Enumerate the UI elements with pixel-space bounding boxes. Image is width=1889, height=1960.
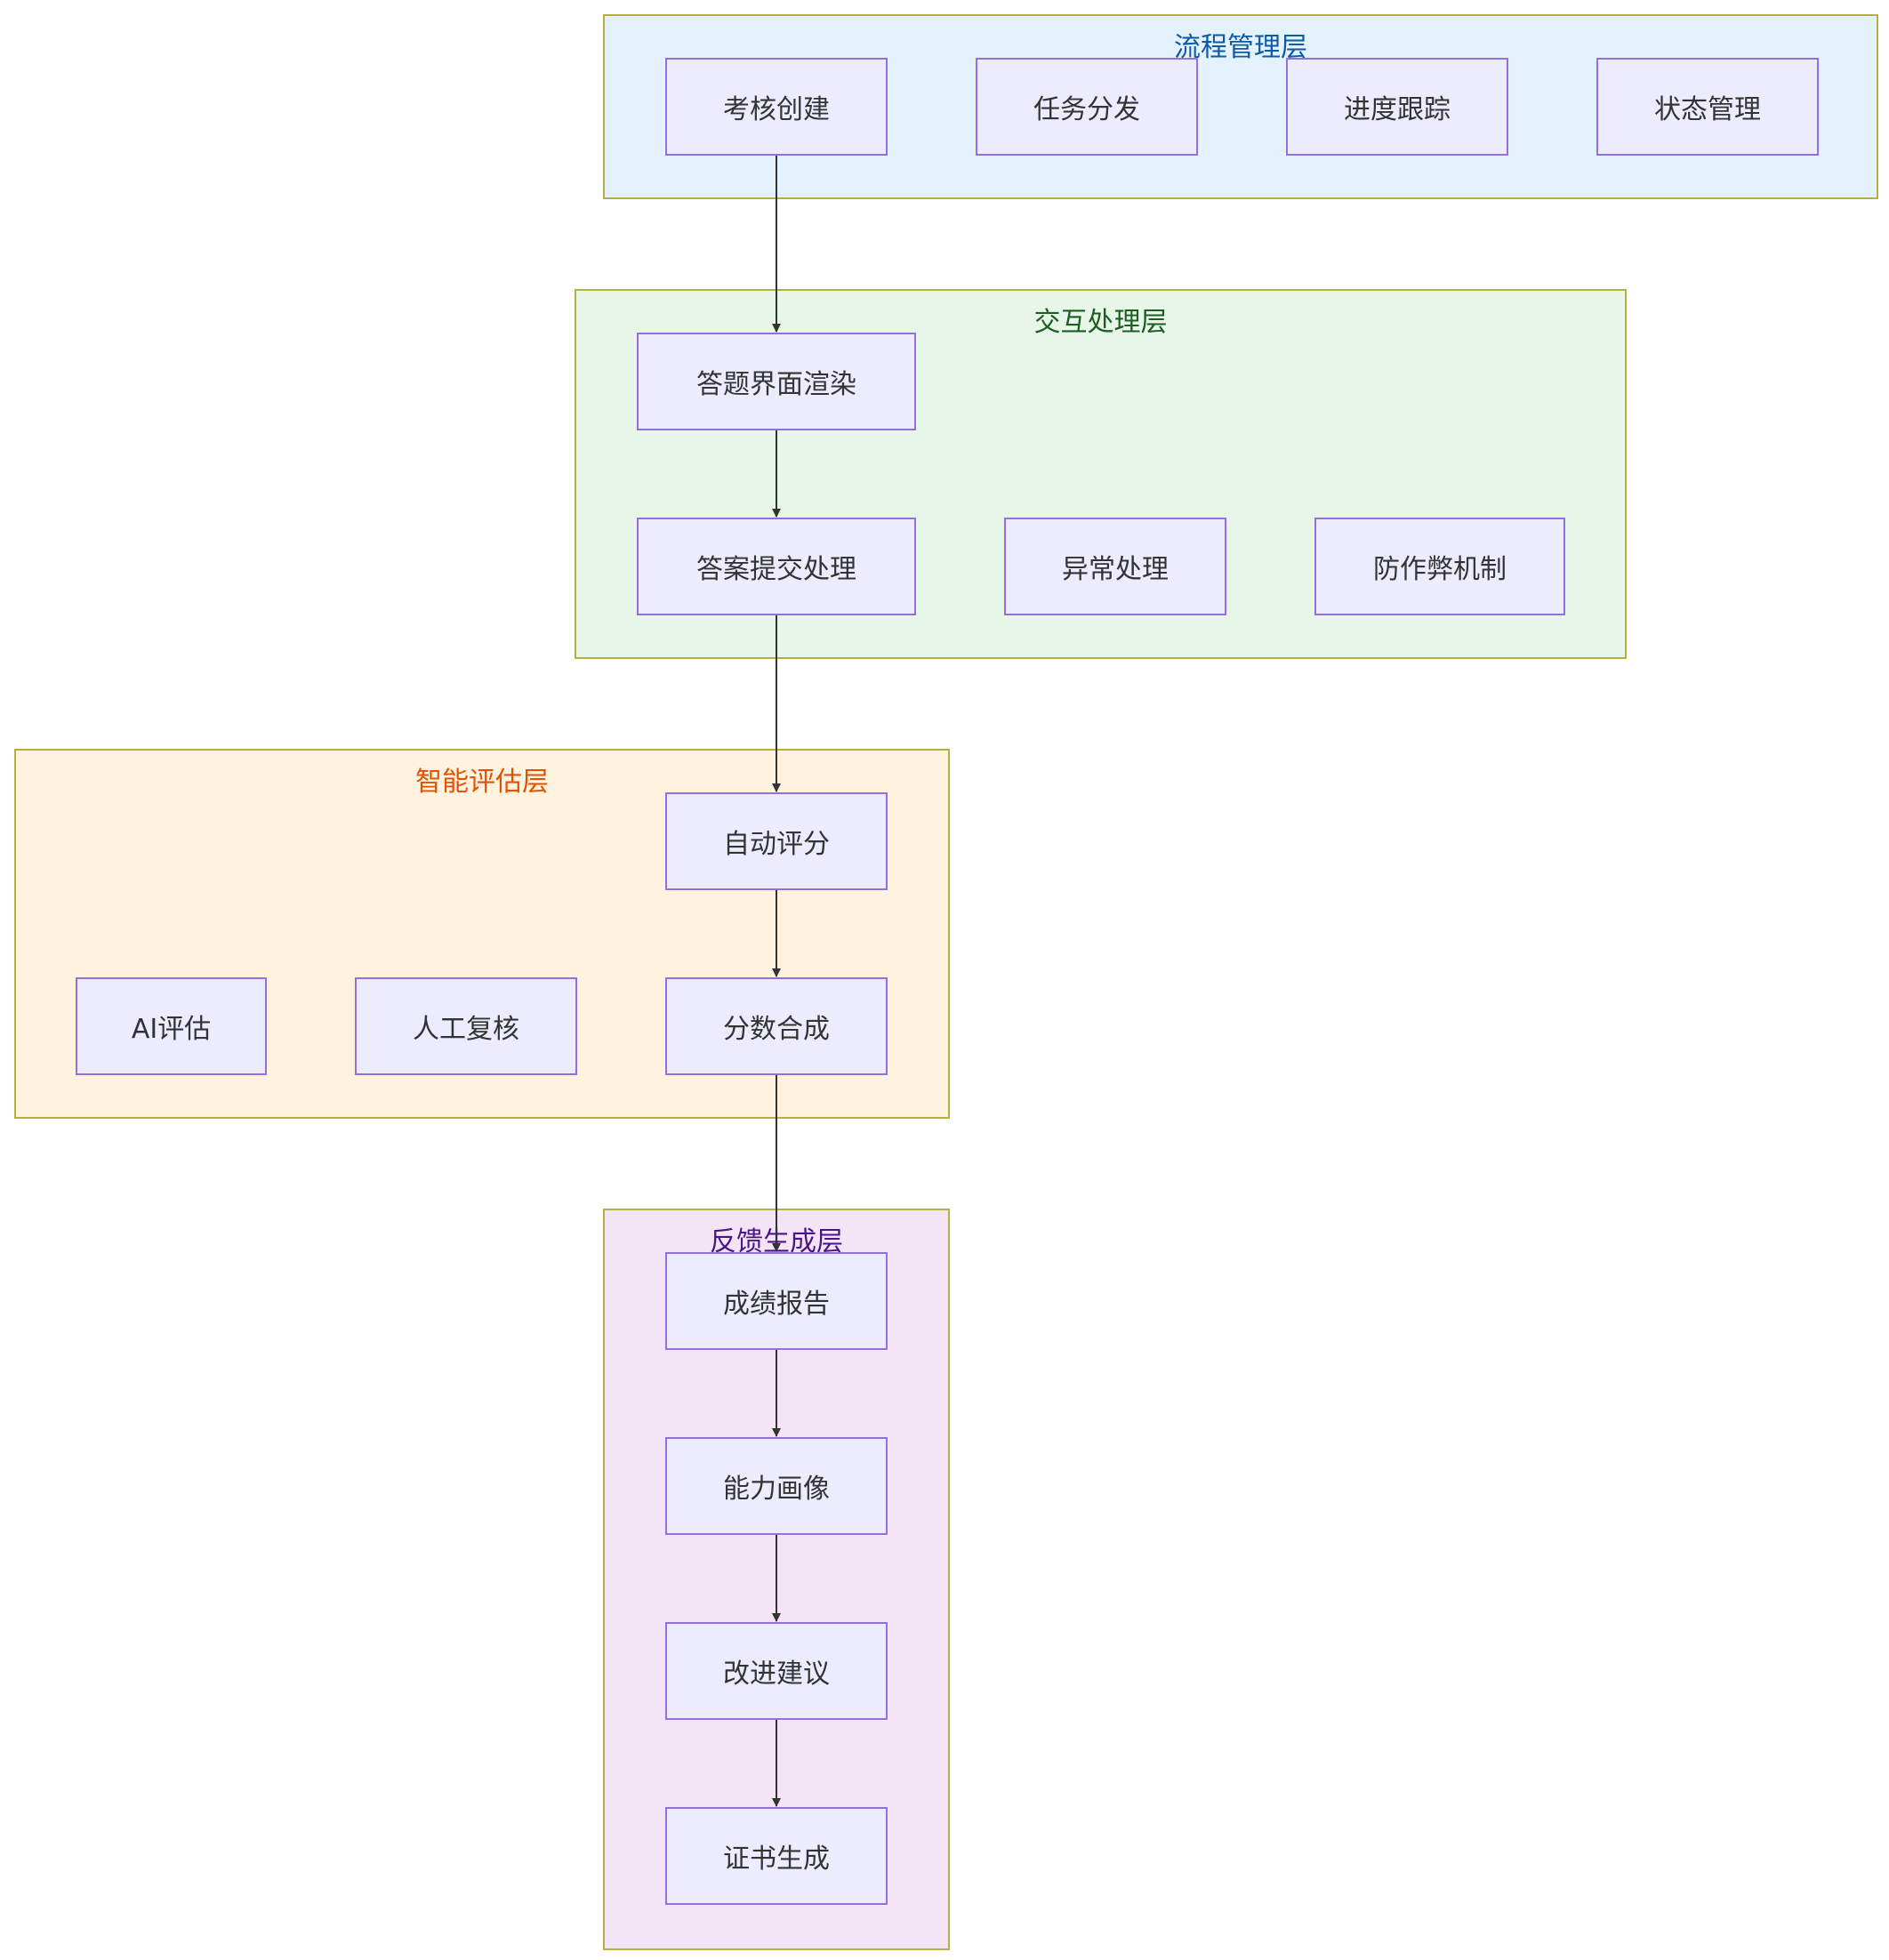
node-certificate-generation[interactable]: 证书生成 (665, 1807, 888, 1905)
node-answer-submit[interactable]: 答案提交处理 (637, 518, 916, 615)
node-manual-review[interactable]: 人工复核 (355, 977, 577, 1075)
layer-title-interaction-processing: 交互处理层 (1033, 307, 1168, 338)
node-ui-render[interactable]: 答题界面渲染 (637, 333, 916, 430)
node-auto-score[interactable]: 自动评分 (665, 792, 888, 890)
node-anti-cheat[interactable]: 防作弊机制 (1314, 518, 1565, 615)
node-score-report[interactable]: 成绩报告 (665, 1252, 888, 1350)
node-exam-create[interactable]: 考核创建 (665, 58, 888, 156)
node-status-manage[interactable]: 状态管理 (1596, 58, 1819, 156)
node-improvement-advice[interactable]: 改进建议 (665, 1622, 888, 1720)
node-ai-evaluation[interactable]: AI评估 (76, 977, 267, 1075)
node-task-dispatch[interactable]: 任务分发 (976, 58, 1198, 156)
node-ability-profile[interactable]: 能力画像 (665, 1437, 888, 1535)
node-progress-track[interactable]: 进度跟踪 (1286, 58, 1508, 156)
layer-title-intelligent-evaluation: 智能评估层 (415, 767, 549, 798)
node-score-merge[interactable]: 分数合成 (665, 977, 888, 1075)
node-exception-handle[interactable]: 异常处理 (1004, 518, 1226, 615)
